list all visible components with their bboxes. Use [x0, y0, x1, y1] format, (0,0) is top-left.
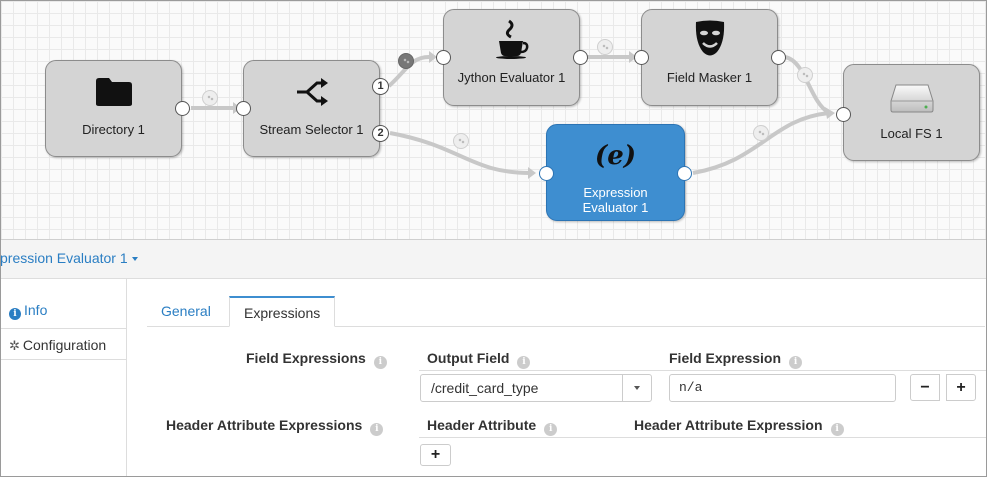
- folder-icon: [46, 77, 181, 107]
- caret-down-icon: [634, 386, 640, 390]
- node-label: Local FS 1: [880, 126, 943, 141]
- input-port[interactable]: [236, 101, 251, 116]
- node-label: Expression: [583, 185, 648, 200]
- dropdown-toggle[interactable]: [622, 375, 651, 401]
- jython-cup-icon: [444, 19, 579, 59]
- output-port-1[interactable]: 1: [372, 78, 389, 95]
- config-tabs: General Expressions: [147, 296, 985, 327]
- node-label: Directory 1: [82, 122, 145, 137]
- caret-down-icon: [131, 257, 138, 262]
- output-port[interactable]: [677, 166, 692, 181]
- help-icon[interactable]: i: [830, 423, 844, 436]
- output-port[interactable]: [573, 50, 588, 65]
- link-preview-icon[interactable]: [453, 133, 469, 149]
- node-label: Field Masker 1: [666, 70, 753, 85]
- help-icon[interactable]: i: [517, 356, 531, 369]
- panel-header: xpression Evaluator 1: [1, 240, 986, 279]
- node-label: Stream Selector 1: [259, 122, 364, 137]
- help-icon[interactable]: i: [373, 356, 387, 369]
- info-icon: i: [9, 308, 21, 320]
- add-row-button[interactable]: +: [946, 374, 976, 401]
- link-preview-icon[interactable]: [597, 39, 613, 55]
- tab-expressions[interactable]: Expressions: [229, 296, 336, 327]
- input-port[interactable]: [836, 107, 851, 122]
- node-label: Jython Evaluator 1: [457, 70, 566, 85]
- node-local-fs[interactable]: Local FS 1: [836, 64, 980, 161]
- link-masker-to-localfs: [784, 55, 831, 115]
- sidenav-item-configuration[interactable]: ✲Configuration: [1, 328, 126, 360]
- hard-drive-icon: [844, 83, 979, 113]
- mask-icon: [642, 20, 777, 58]
- field-expression-input[interactable]: n/a: [669, 374, 896, 402]
- divider: [419, 437, 986, 438]
- output-port[interactable]: [175, 101, 190, 116]
- link-selector-to-expression: [389, 131, 531, 175]
- input-port[interactable]: [539, 166, 554, 181]
- gear-icon: ✲: [9, 338, 20, 353]
- add-header-attribute-button[interactable]: +: [420, 444, 451, 466]
- link-preview-icon[interactable]: [202, 90, 218, 106]
- node-stream-selector[interactable]: Stream Selector 1 1 2: [236, 60, 389, 157]
- node-directory[interactable]: Directory 1: [45, 60, 190, 157]
- output-port[interactable]: [771, 50, 786, 65]
- divider: [419, 370, 986, 371]
- help-icon[interactable]: i: [370, 423, 384, 436]
- input-port[interactable]: [436, 50, 451, 65]
- output-field-select[interactable]: /credit_card_type: [420, 374, 652, 402]
- arrow-head: [528, 167, 536, 179]
- link-preview-icon[interactable]: [797, 67, 813, 83]
- node-expression-evaluator[interactable]: (e) Expression Evaluator 1: [539, 124, 692, 221]
- arrow-head: [825, 107, 835, 119]
- node-jython-evaluator[interactable]: Jython Evaluator 1: [436, 9, 588, 106]
- stage-title: xpression Evaluator 1: [0, 250, 128, 266]
- input-port[interactable]: [634, 50, 649, 65]
- shuffle-icon: [244, 78, 379, 106]
- link-expression-to-localfs: [692, 111, 830, 175]
- node-label: Evaluator 1: [582, 200, 649, 215]
- node-field-masker[interactable]: Field Masker 1: [634, 9, 786, 106]
- link-preview-icon[interactable]: [398, 53, 414, 69]
- help-icon[interactable]: i: [544, 423, 558, 436]
- remove-row-button[interactable]: −: [910, 374, 940, 401]
- pipeline-links: [191, 51, 835, 179]
- link-preview-icon[interactable]: [753, 125, 769, 141]
- expression-e-icon: (e): [594, 141, 637, 171]
- pipeline-canvas[interactable]: Directory 1 Stream Selector 1 1 2 Jython…: [1, 1, 986, 240]
- output-port-2[interactable]: 2: [372, 125, 389, 142]
- stage-title-dropdown[interactable]: xpression Evaluator 1: [0, 250, 138, 266]
- arrow-head: [629, 51, 637, 63]
- help-icon[interactable]: i: [789, 356, 803, 369]
- arrow-head: [429, 51, 437, 63]
- tab-general[interactable]: General: [161, 303, 211, 319]
